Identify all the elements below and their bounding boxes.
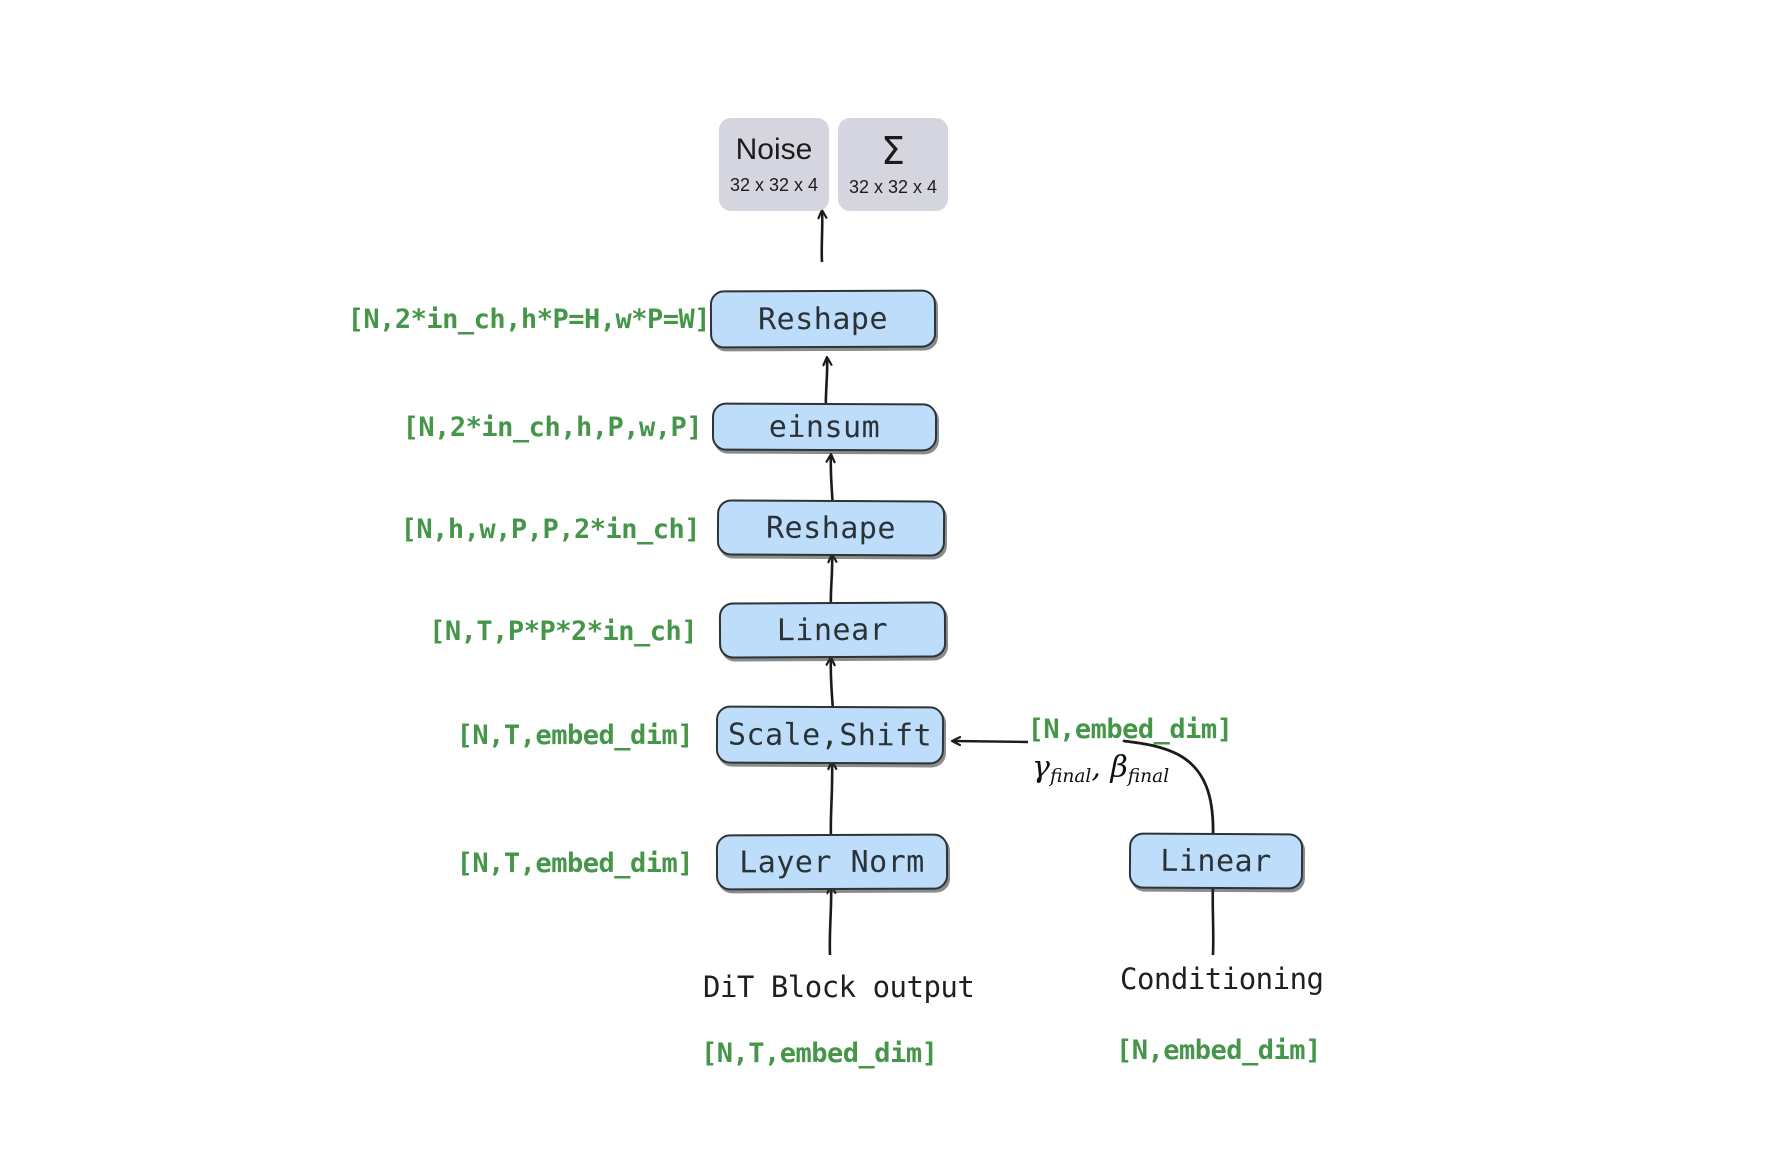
node-einsum[interactable]: einsum [711, 402, 938, 452]
node-scale-shift-label: Scale,Shift [727, 717, 933, 753]
modulation-separator: , [1091, 750, 1111, 785]
node-linear-main[interactable]: Linear [718, 601, 947, 659]
node-linear-conditioning-label: Linear [1160, 843, 1272, 879]
sigma-icon: Σ [880, 128, 905, 173]
shape-label-cond-branch: [N,embed_dim] [1027, 714, 1233, 745]
node-reshape-mid[interactable]: Reshape [716, 499, 946, 557]
shape-label-scale-shift: [N,T,embed_dim] [456, 720, 694, 751]
output-noise: Noise 32 x 32 x 4 [719, 118, 829, 211]
arrow-layernorm-to-scaleshift [831, 762, 832, 839]
input-conditioning-shape: [N,embed_dim] [1116, 1035, 1321, 1066]
shape-label-layer-norm: [N,T,embed_dim] [456, 848, 694, 879]
shape-label-linear-main: [N,T,P*P*2*in_ch] [429, 616, 697, 647]
shape-label-reshape-top: [N,2*in_ch,h*P=H,w*P=W] [347, 304, 711, 335]
node-linear-main-label: Linear [776, 612, 889, 648]
node-layer-norm[interactable]: Layer Norm [715, 833, 949, 891]
node-reshape-top-label: Reshape [757, 301, 889, 337]
shape-label-reshape-mid: [N,h,w,P,P,2*in_ch] [400, 514, 701, 545]
node-einsum-label: einsum [768, 409, 881, 445]
node-layer-norm-label: Layer Norm [739, 844, 925, 880]
node-scale-shift[interactable]: Scale,Shift [715, 705, 945, 765]
output-sigma: Σ 32 x 32 x 4 [838, 118, 948, 211]
arrow-scaleshift-to-linear [831, 658, 833, 713]
arrow-reshape-to-output [822, 211, 823, 263]
node-reshape-top[interactable]: Reshape [709, 289, 937, 349]
node-reshape-mid-label: Reshape [765, 510, 897, 546]
gamma-subscript: final [1049, 766, 1092, 788]
input-conditioning-label: Conditioning [1120, 962, 1324, 996]
arrow-input-to-layernorm [830, 886, 831, 956]
input-dit-block-output-shape: [N,T,embed_dim] [701, 1038, 938, 1069]
beta-subscript: final [1127, 766, 1170, 788]
output-noise-title: Noise [735, 133, 813, 167]
beta-symbol: β [1110, 750, 1128, 785]
arrow-conditioning-to-linear [1211, 885, 1215, 956]
curve-linear-cond-to-modulation [1122, 739, 1215, 838]
shape-label-einsum: [N,2*in_ch,h,P,w,P] [402, 412, 703, 443]
modulation-label: γfinal, βfinal [1032, 750, 1169, 787]
output-sigma-shape: 32 x 32 x 4 [848, 176, 938, 197]
arrow-linear-to-reshape [831, 555, 832, 610]
arrow-modulation-to-scaleshift [953, 741, 1029, 742]
gamma-symbol: γ [1032, 750, 1050, 785]
input-dit-block-output-label: DiT Block output [703, 970, 975, 1004]
node-linear-conditioning[interactable]: Linear [1128, 832, 1304, 890]
output-noise-shape: 32 x 32 x 4 [729, 175, 819, 196]
